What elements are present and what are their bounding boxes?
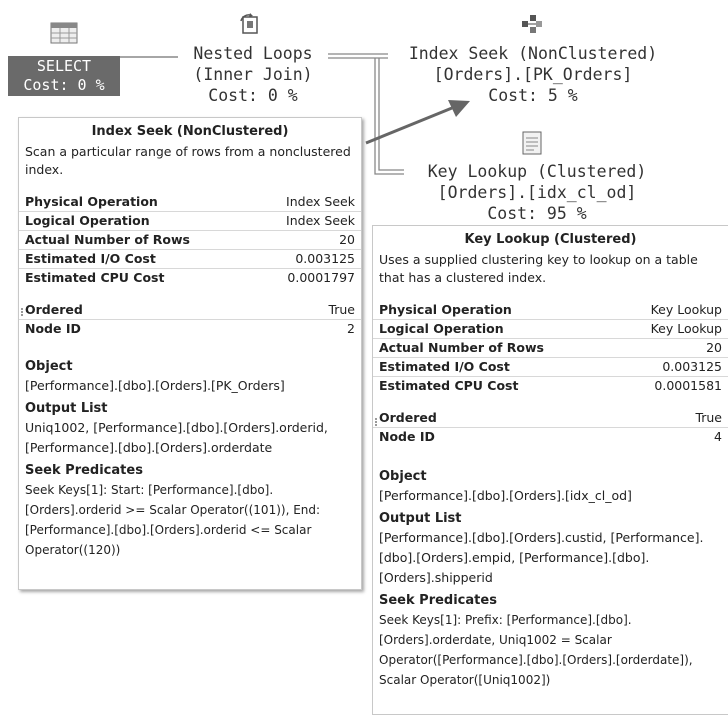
nested-loops-join: (Inner Join) [193,65,313,84]
prop-value: 4 [601,427,728,446]
prop-key: Logical Operation [373,319,615,339]
index-seek-icon [518,11,544,37]
seek-predicates-label: Seek Predicates [25,463,143,478]
prop-key: Node ID [373,427,602,446]
prop-value: 0.0001581 [614,376,728,395]
prop-value: 0.0001797 [253,268,361,287]
seek-predicates-label: Seek Predicates [379,593,497,608]
output-list-label: Output List [25,401,108,416]
output-list-value: [Performance].[dbo].[Orders].custid, [Pe… [379,530,704,585]
select-node[interactable]: SELECT Cost: 0 % [8,56,120,96]
key-lookup-node[interactable]: Key Lookup (Clustered) [Orders].[idx_cl_… [392,161,682,224]
index-seek-node[interactable]: Index Seek (NonClustered) [Orders].[PK_O… [388,43,678,106]
prop-key: Estimated CPU Cost [19,268,254,287]
seek-predicates-value: Seek Keys[1]: Prefix: [Performance].[dbo… [379,613,693,687]
prop-key: Node ID [19,319,240,338]
object-value: [Performance].[dbo].[Orders].[PK_Orders] [25,378,285,393]
tooltip-title: Index Seek (NonClustered) [91,124,289,139]
prop-value: True [695,410,722,425]
prop-value: Key Lookup [614,319,728,339]
key-lookup-cost: Cost: 95 % [487,204,587,223]
prop-value: Index Seek [286,194,355,209]
key-lookup-name: Key Lookup (Clustered) [427,162,647,181]
prop-key: Estimated CPU Cost [373,376,615,395]
prop-key: Ordered [379,410,437,425]
nested-loops-cost: Cost: 0 % [208,86,298,105]
object-label: Object [379,469,427,484]
select-node-cost: Cost: 0 % [23,76,105,94]
prop-key: Actual Number of Rows [373,338,615,358]
prop-key: Estimated I/O Cost [19,249,254,269]
prop-value: True [328,302,355,317]
prop-key: Estimated I/O Cost [373,357,615,377]
key-lookup-icon [520,129,544,157]
nested-loops-node[interactable]: Nested Loops (Inner Join) Cost: 0 % [178,43,328,106]
table-row: Ordered True [373,409,728,428]
tooltip-description: Uses a supplied clustering key to lookup… [379,252,698,285]
resize-grip [21,308,26,316]
output-list-value: Uniq1002, [Performance].[dbo].[Orders].o… [25,420,328,455]
table-row: Physical Operation Key Lookup [373,301,728,320]
prop-key: Physical Operation [25,194,158,209]
prop-value: Index Seek [253,211,361,231]
table-grid-icon [50,22,78,44]
prop-key: Logical Operation [19,211,254,231]
prop-key: Ordered [25,302,83,317]
select-node-title: SELECT [36,57,92,75]
index-seek-object: [Orders].[PK_Orders] [433,65,633,84]
prop-value: 2 [239,319,361,338]
prop-value: 20 [253,230,361,250]
prop-value: Key Lookup [650,302,722,317]
index-seek-cost: Cost: 5 % [488,86,578,105]
tooltip-description: Scan a particular range of rows from a n… [25,144,351,177]
seek-predicates-value: Seek Keys[1]: Start: [Performance].[dbo]… [25,483,321,557]
nested-loops-name: Nested Loops [193,44,313,63]
prop-value: 20 [614,338,728,358]
index-seek-name: Index Seek (NonClustered) [408,44,658,63]
object-value: [Performance].[dbo].[Orders].[idx_cl_od] [379,488,632,503]
tooltip-title: Key Lookup (Clustered) [464,232,637,247]
object-label: Object [25,359,73,374]
prop-key: Actual Number of Rows [19,230,254,250]
key-lookup-tooltip: Key Lookup (Clustered) Uses a supplied c… [372,225,728,715]
table-row: Physical Operation Index Seek [19,193,361,212]
resize-grip [375,418,380,426]
prop-value: 0.003125 [614,357,728,377]
table-row: Ordered True [19,301,361,320]
key-lookup-object: [Orders].[idx_cl_od] [437,183,637,202]
nested-loops-icon [237,13,263,37]
output-list-label: Output List [379,511,462,526]
prop-value: 0.003125 [253,249,361,269]
prop-key: Physical Operation [379,302,512,317]
index-seek-tooltip: Index Seek (NonClustered) Scan a particu… [18,117,362,590]
